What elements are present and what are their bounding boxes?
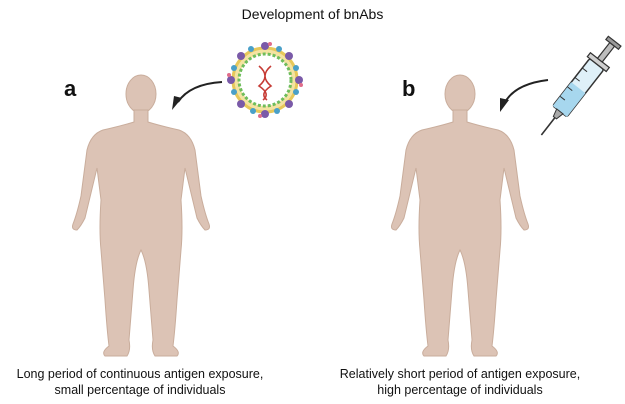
arrow-b bbox=[500, 79, 549, 112]
syringe-icon bbox=[540, 35, 622, 136]
caption-a-line2: small percentage of individuals bbox=[54, 383, 226, 397]
caption-b-line1: Relatively short period of antigen expos… bbox=[339, 367, 581, 381]
caption-b: Relatively short period of antigen expos… bbox=[310, 366, 610, 398]
virus-icon bbox=[227, 42, 303, 118]
arrow-a bbox=[172, 81, 223, 110]
caption-a: Long period of continuous antigen exposu… bbox=[0, 366, 290, 398]
caption-a-line1: Long period of continuous antigen exposu… bbox=[16, 367, 264, 381]
diagram-title: Development of bnAbs bbox=[241, 6, 384, 22]
human-figure-b bbox=[391, 74, 529, 357]
caption-b-line2: high percentage of individuals bbox=[377, 383, 543, 397]
human-figure-a bbox=[72, 74, 210, 357]
panel-label-b: b bbox=[402, 76, 416, 101]
panel-label-a: a bbox=[64, 76, 77, 101]
